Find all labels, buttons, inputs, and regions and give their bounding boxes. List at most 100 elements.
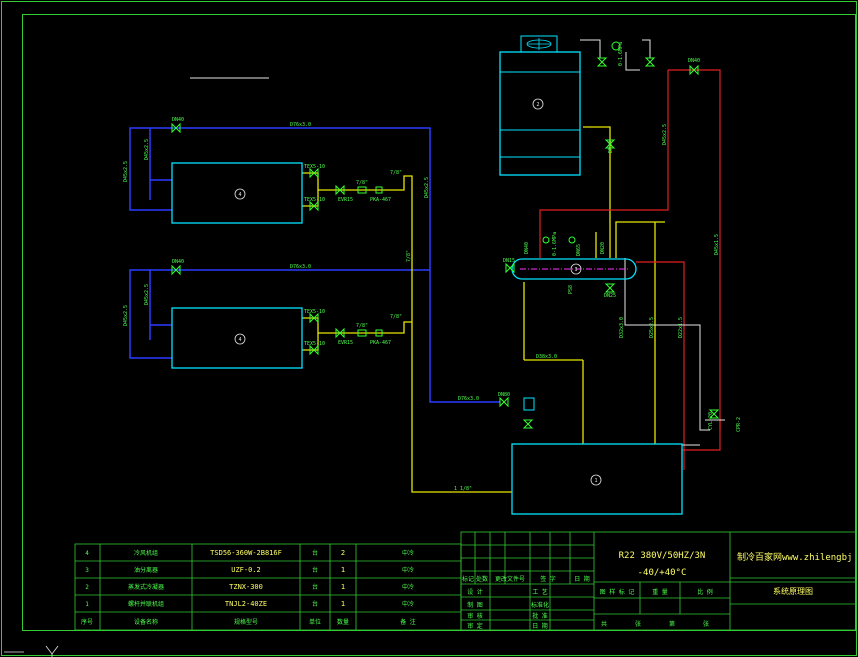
spec-line-2: -40/+40°C: [638, 568, 687, 578]
valve-icon: [309, 200, 319, 212]
svg-text:中冷: 中冷: [402, 583, 414, 591]
valve-icon: [505, 262, 515, 274]
svg-text:制 图: 制 图: [467, 601, 483, 609]
bom-header-qty: 数量: [337, 618, 349, 626]
label-d45-rr: D45x1.5: [714, 234, 720, 255]
valve-icon: [708, 409, 720, 419]
svg-text:台: 台: [312, 583, 318, 591]
svg-text:处数: 处数: [476, 575, 488, 583]
label-gas-main: 1 1/8": [454, 486, 472, 492]
valve-icon: [309, 344, 319, 356]
svg-text:TNJL2-40ZE: TNJL2-40ZE: [225, 600, 267, 608]
liquid-receiver-icon[interactable]: [523, 397, 535, 411]
valve-icon: [604, 283, 616, 293]
svg-text:3: 3: [85, 567, 89, 574]
svg-text:第: 第: [669, 620, 675, 628]
svg-text:蒸发式冷凝器: 蒸发式冷凝器: [128, 583, 164, 591]
label-pka-a: PKA-467: [370, 197, 391, 203]
svg-text:中冷: 中冷: [402, 549, 414, 557]
label-gauge-a: 0-1.6MPa: [618, 42, 624, 66]
table-row: 3 油分离器 UZF-0.2 台 1 中冷: [85, 566, 414, 574]
grade-label-2: 重 量: [652, 588, 668, 596]
label-d22-a: D22x1.5: [678, 317, 684, 338]
revision-labels: 标记 处数 更改文件号 签 字 日 期: [462, 575, 590, 583]
title-block: [460, 531, 857, 631]
svg-text:签 字: 签 字: [540, 575, 556, 583]
valve-icon: [499, 396, 509, 408]
svg-text:UZF-0.2: UZF-0.2: [231, 566, 261, 574]
svg-text:1: 1: [341, 583, 345, 591]
svg-text:批 准: 批 准: [532, 612, 548, 620]
label-d45-left-mid2: D45x2.5: [144, 284, 150, 305]
website-text: 制冷百家网www.zhilengbj: [737, 551, 852, 563]
oil-separator[interactable]: 3: [511, 258, 637, 280]
svg-text:日 期: 日 期: [532, 622, 548, 630]
label-sz-a2: 7/8": [390, 170, 402, 176]
label-d32-a: D32x3.0: [619, 317, 625, 338]
label-d76-top: D76x3.0: [290, 122, 311, 128]
svg-text:日 期: 日 期: [574, 575, 590, 583]
label-cpr: CPR-2: [736, 417, 742, 432]
compressor-number: 1: [594, 478, 597, 484]
valve-icon: [689, 64, 699, 76]
pressure-gauge-icon: [568, 236, 576, 244]
drawing-title: 系统原理图: [773, 586, 813, 596]
label-d76-bottom: D76x3.0: [458, 396, 479, 402]
valve-icon: [309, 167, 319, 179]
pipe-labels: DN40 D76x3.0 D45x2.5 D45x2.5 DN40 D76x3.…: [123, 42, 742, 492]
svg-text:标记: 标记: [462, 575, 474, 583]
svg-text:台: 台: [312, 549, 318, 557]
separator-number: 3: [574, 267, 577, 273]
label-tex-b2: TEX5-10: [304, 341, 325, 347]
liquid-line-system: [129, 127, 500, 403]
label-dn80: DN80: [498, 392, 510, 398]
valve-icon: [335, 184, 345, 196]
svg-text:共: 共: [601, 620, 607, 628]
solenoid-icon: [375, 186, 383, 194]
svg-text:螺杆并联机组: 螺杆并联机组: [128, 600, 164, 608]
svg-text:台: 台: [312, 600, 318, 608]
ucs-axis-icon: [4, 645, 59, 657]
label-dn40-sep: DN40: [524, 242, 530, 254]
svg-text:设 计: 设 计: [467, 588, 483, 596]
svg-text:标准化: 标准化: [531, 601, 549, 609]
label-sz-b2: 7/8": [390, 314, 402, 320]
svg-text:TSD56-360W-2B816F: TSD56-360W-2B816F: [210, 549, 282, 557]
drawing-frame-inner: [22, 14, 856, 631]
label-d45-left-top2: D45x2.5: [144, 139, 150, 160]
bom-header-note: 备 注: [400, 618, 416, 626]
bom-header: 序号 设备名称 规格型号 单位 数量 备 注: [81, 618, 416, 626]
label-d76-mid: D76x3.0: [290, 264, 311, 270]
table-row: 2 蒸发式冷凝器 TZNX-300 台 1 中冷: [85, 583, 414, 591]
svg-text:4: 4: [85, 550, 89, 557]
bom-header-no: 序号: [81, 618, 93, 626]
label-78-center: 7/8": [406, 250, 412, 262]
svg-text:TZNX-300: TZNX-300: [229, 583, 263, 591]
label-evr-b: EVR15: [338, 340, 353, 346]
compressor-unit[interactable]: 1: [511, 443, 683, 515]
label-d38: D38x3.0: [536, 354, 557, 360]
label-dn20-sep: DN20: [600, 242, 606, 254]
label-sz-a1: 7/8": [356, 180, 368, 186]
auxiliary-lines: [580, 39, 725, 446]
svg-text:中冷: 中冷: [402, 566, 414, 574]
label-dn40-cond: DN40: [688, 58, 700, 64]
bom-header-unit: 单位: [309, 618, 321, 626]
svg-text:审 定: 审 定: [467, 622, 483, 630]
valve-icon: [596, 57, 608, 67]
label-cyl: CYL-20: [708, 412, 714, 430]
evaporator-unit-top[interactable]: 4: [171, 162, 303, 224]
bom-table: [74, 543, 462, 631]
label-dn20: DN20: [608, 141, 614, 153]
valve-icon: [335, 327, 345, 339]
evaporative-condenser[interactable]: 2: [499, 35, 581, 176]
svg-text:张: 张: [635, 620, 641, 628]
label-dn40-top: DN40: [172, 117, 184, 123]
evaporator-unit-bottom[interactable]: 4: [171, 307, 303, 369]
label-pka-b: PKA-467: [370, 340, 391, 346]
svg-text:张: 张: [703, 620, 709, 628]
svg-text:1: 1: [85, 601, 89, 608]
spec-line-1: R22 380V/50HZ/3N: [619, 551, 706, 561]
